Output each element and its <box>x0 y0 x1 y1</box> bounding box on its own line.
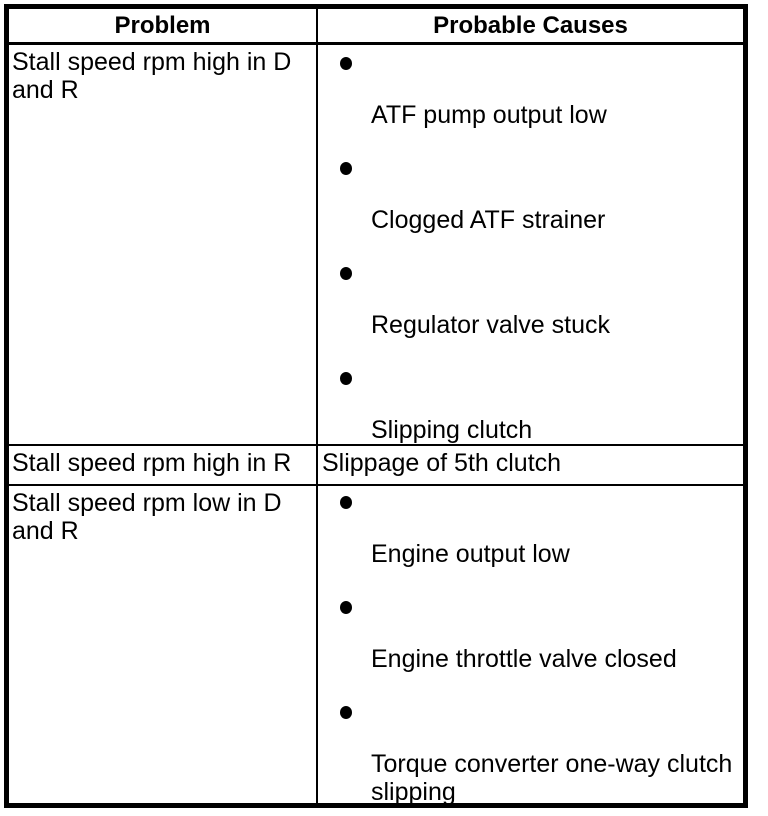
cause-item: Regulator valve stuck <box>318 267 743 339</box>
column-header-problem: Problem <box>9 9 318 42</box>
cause-item: ATF pump output low <box>318 57 743 129</box>
causes-cell: Engine output low Engine throttle valve … <box>318 486 743 803</box>
table-row: Stall speed rpm low in D and R Engine ou… <box>9 484 743 803</box>
bullet-icon <box>340 162 352 175</box>
cause-text: Engine output low <box>371 540 570 568</box>
troubleshooting-table: Problem Probable Causes Stall speed rpm … <box>4 4 748 808</box>
cause-item: Torque converter one-way clutch slipping <box>318 706 743 803</box>
cause-item: Slipping clutch <box>318 372 743 444</box>
bullet-icon <box>340 57 352 70</box>
cause-text: Slippage of 5th clutch <box>322 449 562 477</box>
cause-text: Regulator valve stuck <box>371 311 611 339</box>
cause-item: Engine throttle valve closed <box>318 601 743 673</box>
table-row: Stall speed rpm high in D and R ATF pump… <box>9 45 743 444</box>
cause-text: ATF pump output low <box>371 101 607 129</box>
cause-item: Clogged ATF strainer <box>318 162 743 234</box>
cause-text: Clogged ATF strainer <box>371 206 606 234</box>
cause-text: Slipping clutch <box>371 416 533 444</box>
cause-text: Engine throttle valve closed <box>371 645 677 673</box>
bullet-icon <box>340 706 352 719</box>
bullet-icon <box>340 496 352 509</box>
bullet-icon <box>340 372 352 385</box>
table-header-row: Problem Probable Causes <box>9 9 743 45</box>
causes-cell: ATF pump output low Clogged ATF strainer… <box>318 45 743 444</box>
problem-cell: Stall speed rpm low in D and R <box>9 486 318 803</box>
problem-cell: Stall speed rpm high in R <box>9 446 318 484</box>
cause-text: Torque converter one-way clutch slipping <box>371 750 733 803</box>
column-header-probable-causes: Probable Causes <box>433 12 628 39</box>
bullet-icon <box>340 267 352 280</box>
table-row: Stall speed rpm high in R Slippage of 5t… <box>9 444 743 484</box>
problem-cell: Stall speed rpm high in D and R <box>9 45 318 444</box>
cause-item: Engine output low <box>318 496 743 568</box>
bullet-icon <box>340 601 352 614</box>
document-page: Problem Probable Causes Stall speed rpm … <box>0 4 768 816</box>
